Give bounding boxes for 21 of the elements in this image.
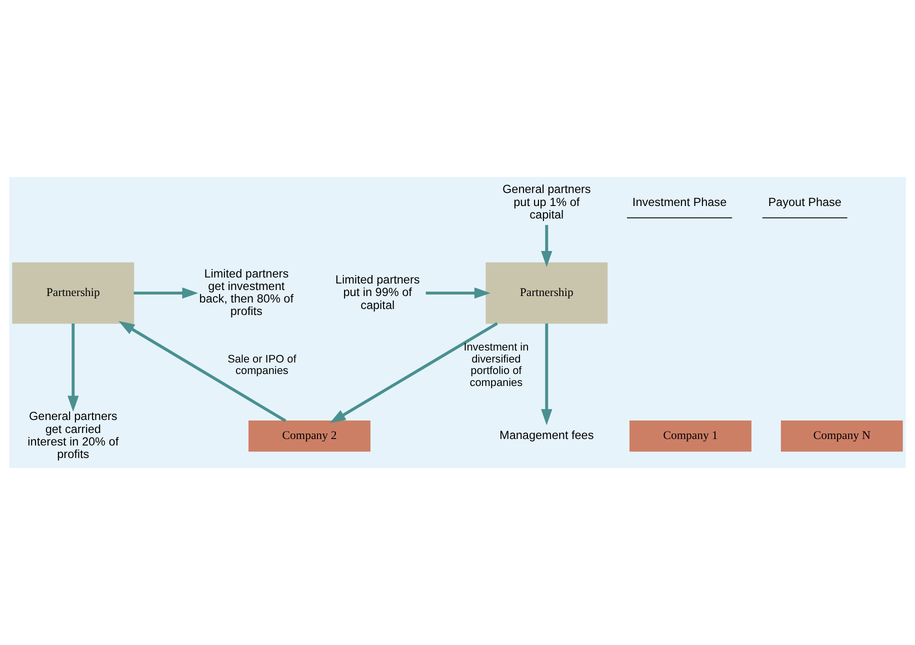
node-box: Partnership (12, 262, 134, 324)
node-text: General partners put up 1% of capital (502, 183, 591, 222)
label: Investment Phase (632, 196, 727, 209)
node-box: Company 2 (248, 420, 370, 452)
arrow (134, 287, 198, 299)
node-text: Limited partners put in 99% of capital (335, 274, 420, 312)
node-box: Company N (780, 420, 903, 452)
edge-label: Sale or IPO of companies (228, 353, 296, 378)
edge-label: Investment in diversified portfolio of companies (464, 342, 529, 389)
arrow (426, 287, 490, 299)
node-text: Management fees (500, 429, 594, 442)
label: Payout Phase (768, 196, 842, 209)
node-box: Partnership (486, 262, 608, 324)
arrow (330, 322, 498, 424)
node-text: Limited partners get investment back, then 80% of profits (199, 267, 294, 318)
arrow (118, 321, 286, 422)
arrow (541, 224, 552, 268)
arrow (541, 324, 552, 426)
node-text: General partners get carried interest in 20% of profits (28, 410, 119, 462)
arrow (68, 324, 79, 412)
node-box: Company 1 (630, 420, 752, 452)
